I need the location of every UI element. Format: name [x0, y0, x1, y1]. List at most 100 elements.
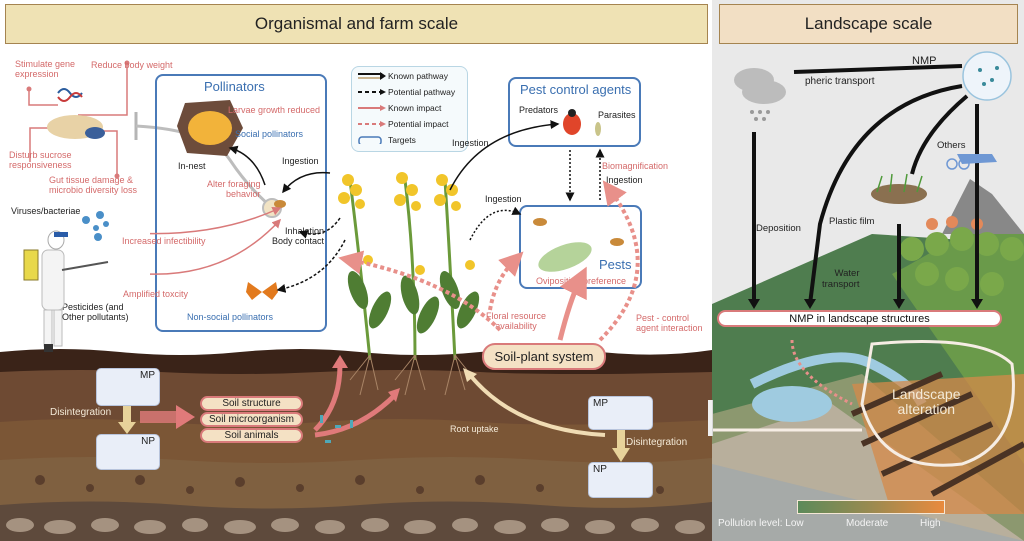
soil-plant-system-pill: Soil-plant system	[482, 343, 606, 370]
ladybug-icon	[563, 109, 581, 135]
label-nmp: NMP	[912, 55, 937, 67]
label-pollution-moderate: Moderate	[846, 518, 889, 529]
legend-item-potential-pathway: Potential pathway	[358, 87, 455, 97]
legend: Known pathway Potential pathway Known im…	[351, 66, 468, 152]
legend-label: Known pathway	[388, 71, 449, 81]
mp-label: MP	[140, 370, 155, 381]
legend-item-known-impact: Known impact	[358, 103, 441, 113]
legend-item-targets: Targets	[358, 135, 416, 145]
bee-effects-diagram	[26, 60, 130, 179]
legend-label: Known impact	[388, 103, 442, 113]
parasite-wasp-icon	[595, 122, 601, 136]
pathway-arrows-pollinators	[150, 145, 346, 293]
label-ingestion-pollinators: Ingestion	[282, 156, 319, 166]
label-disturb-sucrose: Disturb sucrose responsiveness	[9, 150, 72, 171]
header-right-text: Landscape scale	[804, 14, 933, 33]
label-pesticides: Pesticides (and Other pollutants)	[62, 302, 129, 323]
landscape-alteration-outline	[860, 340, 1015, 467]
known-pathway-swatch	[358, 72, 386, 80]
header-left-text: Organismal and farm scale	[254, 14, 459, 33]
header-landscape: Landscape scale	[719, 4, 1018, 44]
soil-animals-pill: Soil animals	[200, 428, 303, 443]
nest-icon	[177, 100, 243, 156]
wetland-icon	[871, 184, 927, 204]
label-atmospheric-transport: pheric transport	[805, 76, 875, 87]
disintegration-arrow-left	[118, 406, 136, 434]
known-impact-swatch	[358, 105, 386, 111]
sprayer-person-icon	[23, 230, 109, 352]
mp-label: MP	[593, 398, 608, 409]
soil-to-plant-arrows	[313, 355, 400, 443]
label-alter-foraging: Alter foraging behavior	[207, 179, 261, 200]
label-parasites: Parasites	[598, 110, 636, 120]
label-disintegration-right: Disintegration	[626, 437, 688, 448]
plants-illustration	[338, 172, 480, 396]
pest-control-agents-box	[508, 77, 641, 147]
np-label: NP	[141, 436, 155, 447]
disintegration-arrow-right	[612, 430, 630, 462]
label-others: Others	[937, 140, 966, 151]
label-pest-control-interaction: Pest - control agent interaction	[636, 313, 703, 334]
label-predators: Predators	[519, 105, 559, 115]
nmp-landscape-structures-bar: NMP in landscape structures	[717, 310, 1002, 327]
legend-label: Potential impact	[388, 119, 449, 129]
targets-swatch	[358, 136, 382, 144]
label-increased-infectibility: Increased infectibility	[122, 236, 206, 246]
label-stimulate-gene: Stimulate gene expression	[15, 59, 76, 80]
soil-microorganism-pill: Soil microorganism	[200, 412, 303, 427]
potential-impact-swatch	[358, 121, 386, 127]
label-floral-resource: Floral resource availability	[486, 311, 547, 332]
label-ingestion-pests: Ingestion	[485, 194, 522, 204]
legend-item-potential-impact: Potential impact	[358, 119, 448, 129]
mp-box-right: MP	[588, 396, 653, 430]
label-deposition: Deposition	[756, 223, 801, 234]
panel-bracket	[708, 400, 713, 436]
potential-pathway-swatch	[358, 89, 386, 95]
pest-control-title: Pest control agents	[520, 82, 632, 97]
landscape-illustration	[712, 51, 1024, 541]
label-viruses-bacteriae: Viruses/bacteriae	[11, 206, 81, 216]
leaf-icon	[538, 242, 592, 272]
label-social-pollinators: Social pollinators	[235, 129, 304, 139]
np-box-right: NP	[588, 462, 653, 498]
soil-impact-arrow	[140, 405, 195, 429]
label-amplified-toxicity: Amplified toxcity	[123, 289, 189, 299]
label-water-transport: Water transport	[822, 268, 860, 290]
gray-connector	[134, 112, 276, 212]
pollution-gradient-bar	[797, 500, 945, 514]
label-ingestion-top: Ingestion	[452, 138, 489, 148]
label-non-social-pollinators: Non-social pollinators	[187, 312, 274, 322]
label-in-nest: In-nest	[178, 161, 206, 171]
header-organismal-farm: Organismal and farm scale	[5, 4, 708, 44]
label-pollution-high: High	[920, 518, 941, 529]
label-reduce-body-weight: Reduce body weight	[91, 60, 173, 70]
car-icon	[957, 154, 997, 164]
fly-icon	[610, 238, 624, 246]
nmp-particles-icon	[962, 51, 1012, 101]
cloud-icon	[734, 68, 786, 104]
legend-label: Targets	[388, 135, 416, 145]
root-uptake-arrow	[463, 368, 606, 437]
pollinators-box	[155, 74, 327, 332]
label-larvae-growth: Larvae growth reduced	[228, 105, 321, 115]
pests-illustration	[533, 218, 624, 272]
np-label: NP	[593, 464, 607, 475]
bicycle-icon	[946, 158, 970, 170]
pollinators-title: Pollinators	[204, 79, 265, 94]
legend-item-known-pathway: Known pathway	[358, 71, 448, 81]
mp-box-left: MP	[96, 368, 160, 406]
label-landscape-alteration: Landscape alteration	[892, 386, 961, 417]
label-plastic-film: Plastic film	[829, 216, 875, 227]
np-box-left: NP	[96, 434, 160, 470]
fly-icon	[533, 218, 547, 226]
soil-structure-pill: Soil structure	[200, 396, 303, 411]
label-gut-tissue: Gut tissue damage & microbio diversity l…	[49, 175, 138, 196]
label-biomagnification: Biomagnification	[602, 161, 669, 171]
label-pollution-low: Pollution level: Low	[718, 518, 804, 529]
dna-icon	[57, 88, 83, 98]
label-ingestion-right: Ingestion	[606, 175, 643, 185]
label-root-uptake: Root uptake	[450, 424, 499, 434]
legend-label: Potential pathway	[388, 87, 456, 97]
pests-title: Pests	[599, 257, 632, 272]
virus-icon	[82, 211, 109, 241]
